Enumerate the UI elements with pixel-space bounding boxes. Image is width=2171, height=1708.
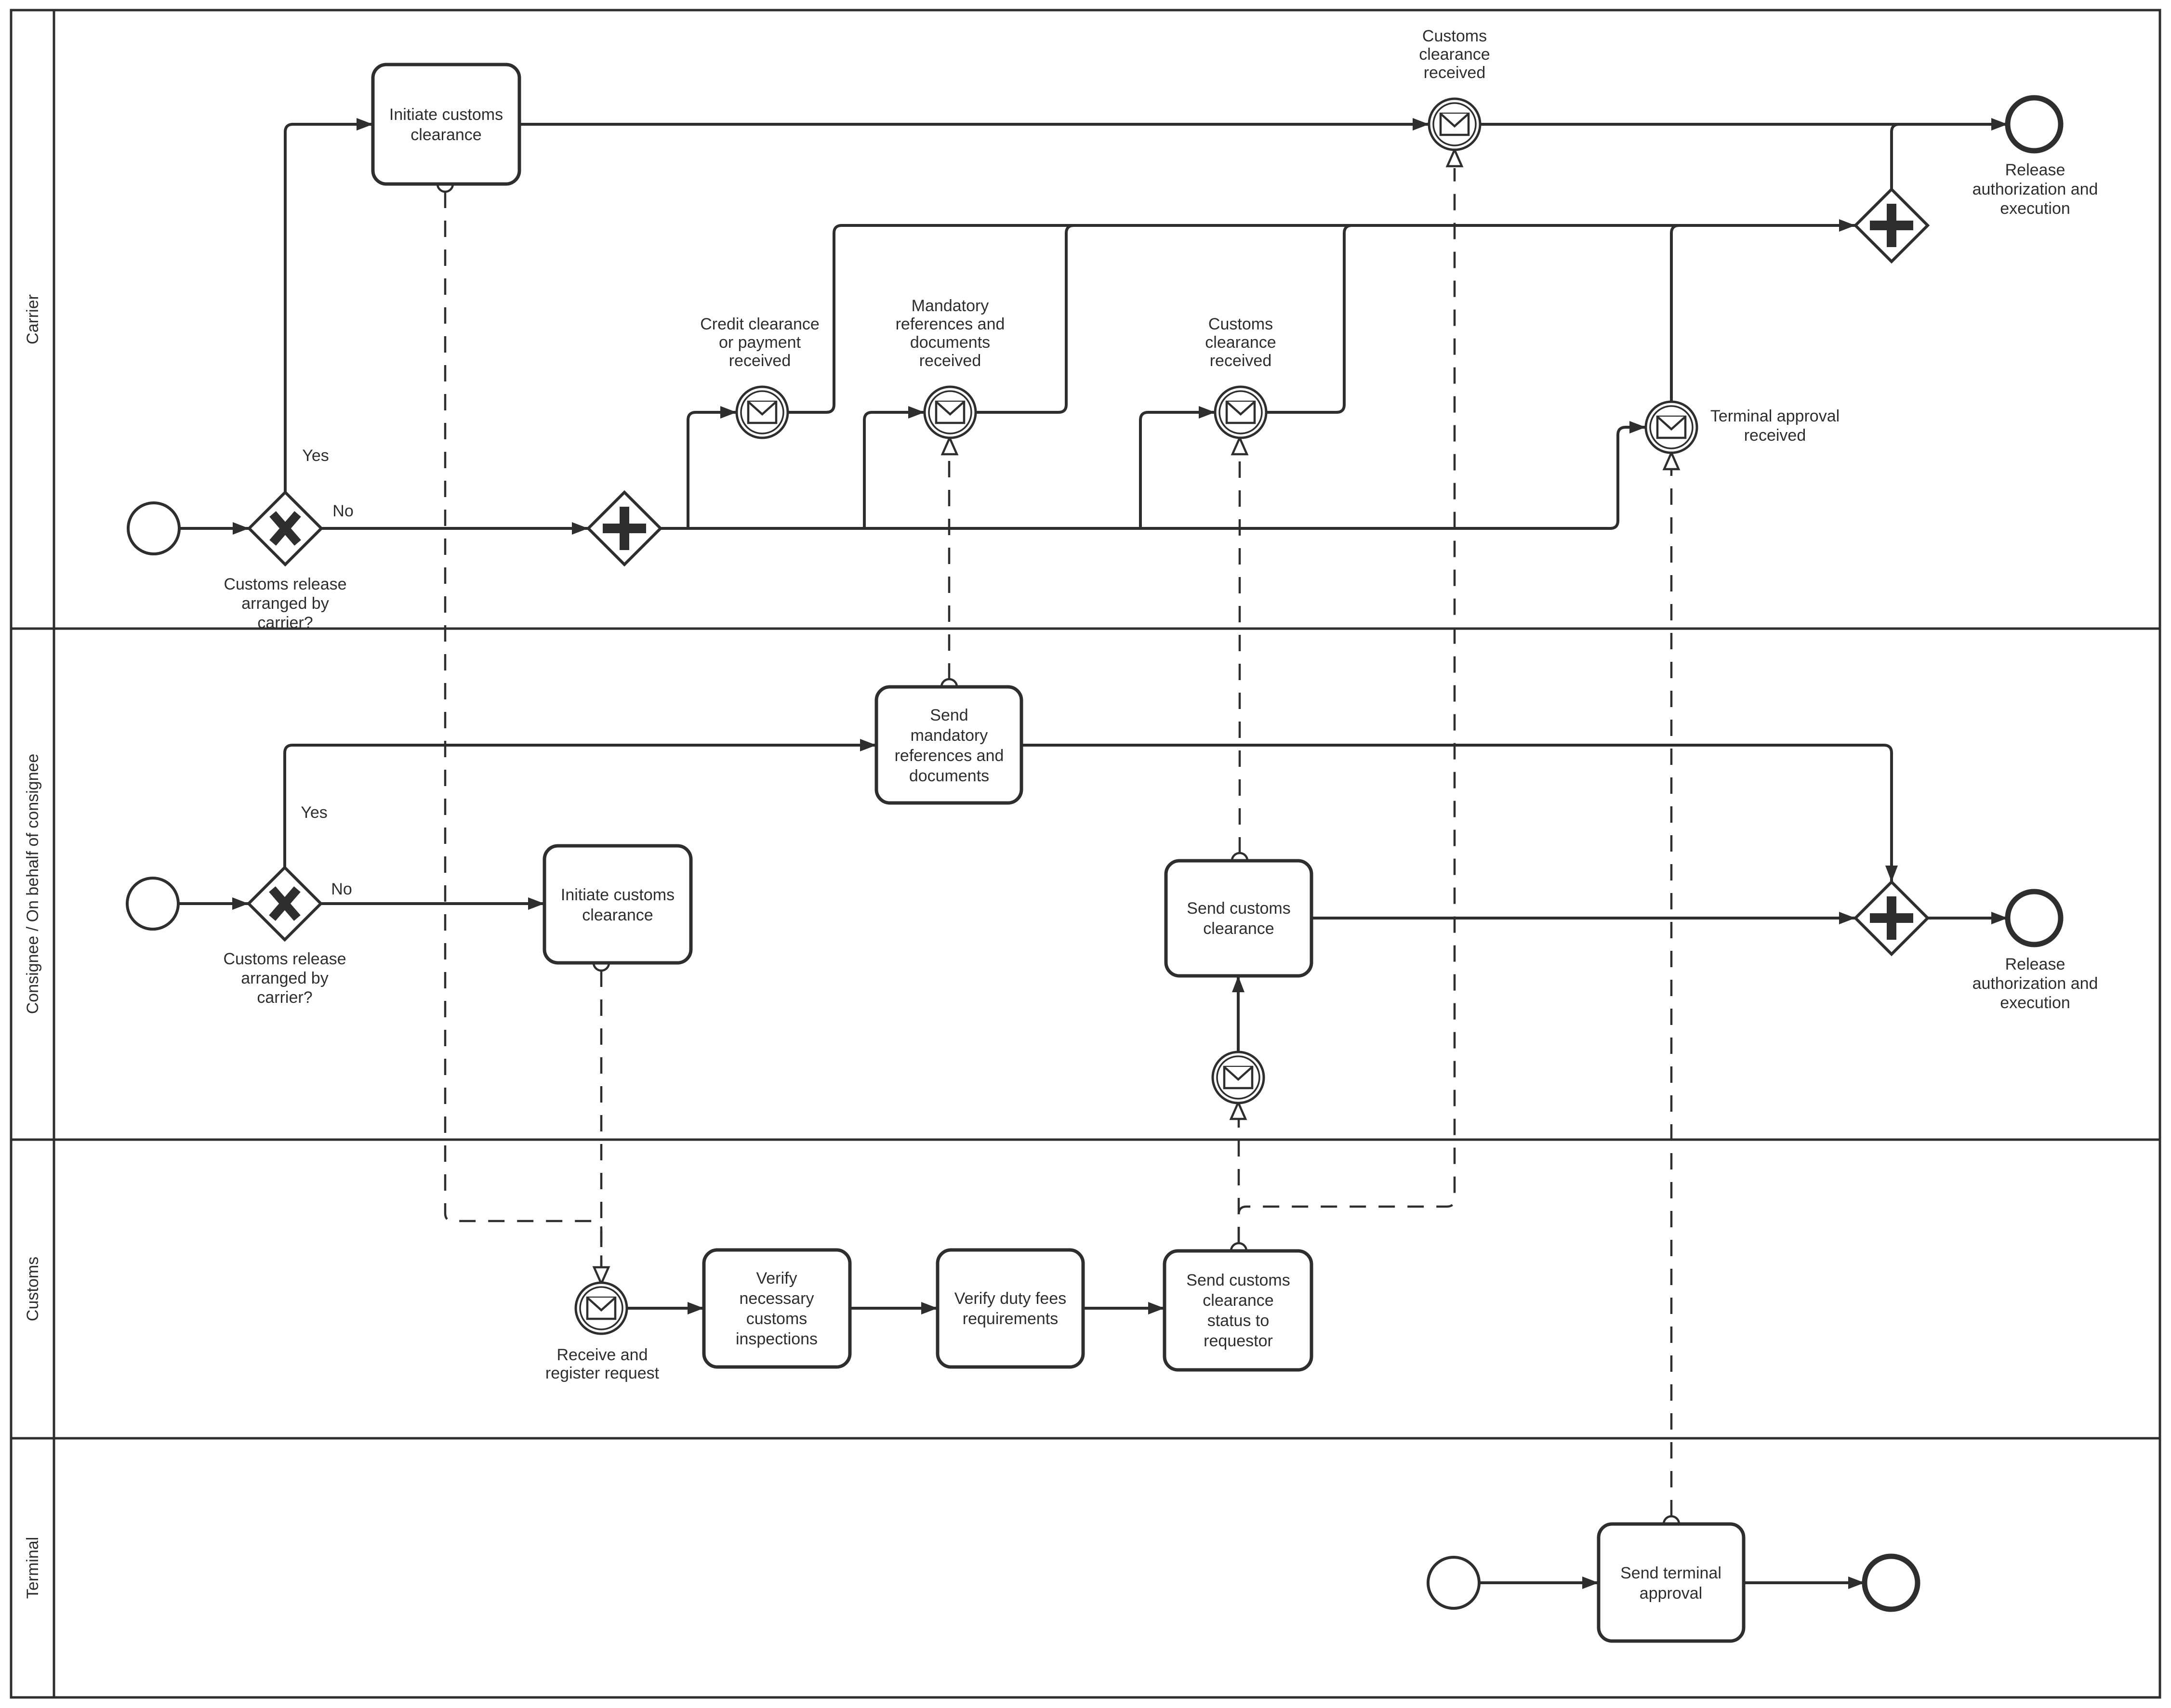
sequence-flow <box>687 406 737 528</box>
label-no-consignee: No <box>331 880 352 898</box>
sequence-flow <box>1021 744 1898 882</box>
sequence-flow <box>863 406 925 528</box>
xor-gateway-consignee <box>246 865 323 942</box>
parallel-gateway-carrier-split <box>586 490 663 567</box>
sequence-flow <box>661 421 1646 530</box>
xor-gateway-carrier <box>247 490 324 567</box>
start-event-carrier <box>127 501 181 555</box>
sequence-flow-yes-carrier <box>284 118 373 492</box>
label-yes-carrier: Yes <box>302 447 329 465</box>
sequence-flow <box>788 219 1855 414</box>
sequence-flow <box>1890 123 1900 189</box>
lane-label-customs: Customs <box>24 1257 42 1321</box>
event-message-consignee <box>1213 1052 1264 1103</box>
sequence-flow <box>976 224 1074 414</box>
end-event-terminal <box>1862 1553 1920 1612</box>
start-event-terminal <box>1427 1556 1481 1610</box>
sequence-flow-yes-consignee <box>283 739 876 867</box>
label-yes-consignee: Yes <box>301 803 327 822</box>
message-flow-carrier-initiate-to-customs <box>444 192 603 1266</box>
message-arrowhead <box>1229 1100 1247 1120</box>
start-event-consignee <box>126 877 180 931</box>
lane-label-terminal: Terminal <box>24 1537 42 1599</box>
message-arrowhead <box>940 435 959 456</box>
sequence-flow <box>1266 224 1352 414</box>
lane-label-carrier: Carrier <box>24 294 42 344</box>
parallel-gateway-carrier-join <box>1853 187 1930 264</box>
message-flow-status-to-carrier-event <box>1237 168 1456 1243</box>
message-arrowhead <box>1445 147 1464 168</box>
sequence-flow <box>1139 406 1215 528</box>
label-no-carrier: No <box>332 502 353 520</box>
parallel-gateway-consignee-join <box>1853 880 1930 957</box>
pool-border <box>10 9 2161 1699</box>
message-arrowhead <box>592 1266 610 1287</box>
message-arrowhead <box>1662 450 1681 471</box>
sequence-flow <box>1670 224 1680 402</box>
message-arrowhead <box>1231 435 1249 456</box>
lane-label-consignee: Consignee / On behalf of consignee <box>24 754 42 1014</box>
